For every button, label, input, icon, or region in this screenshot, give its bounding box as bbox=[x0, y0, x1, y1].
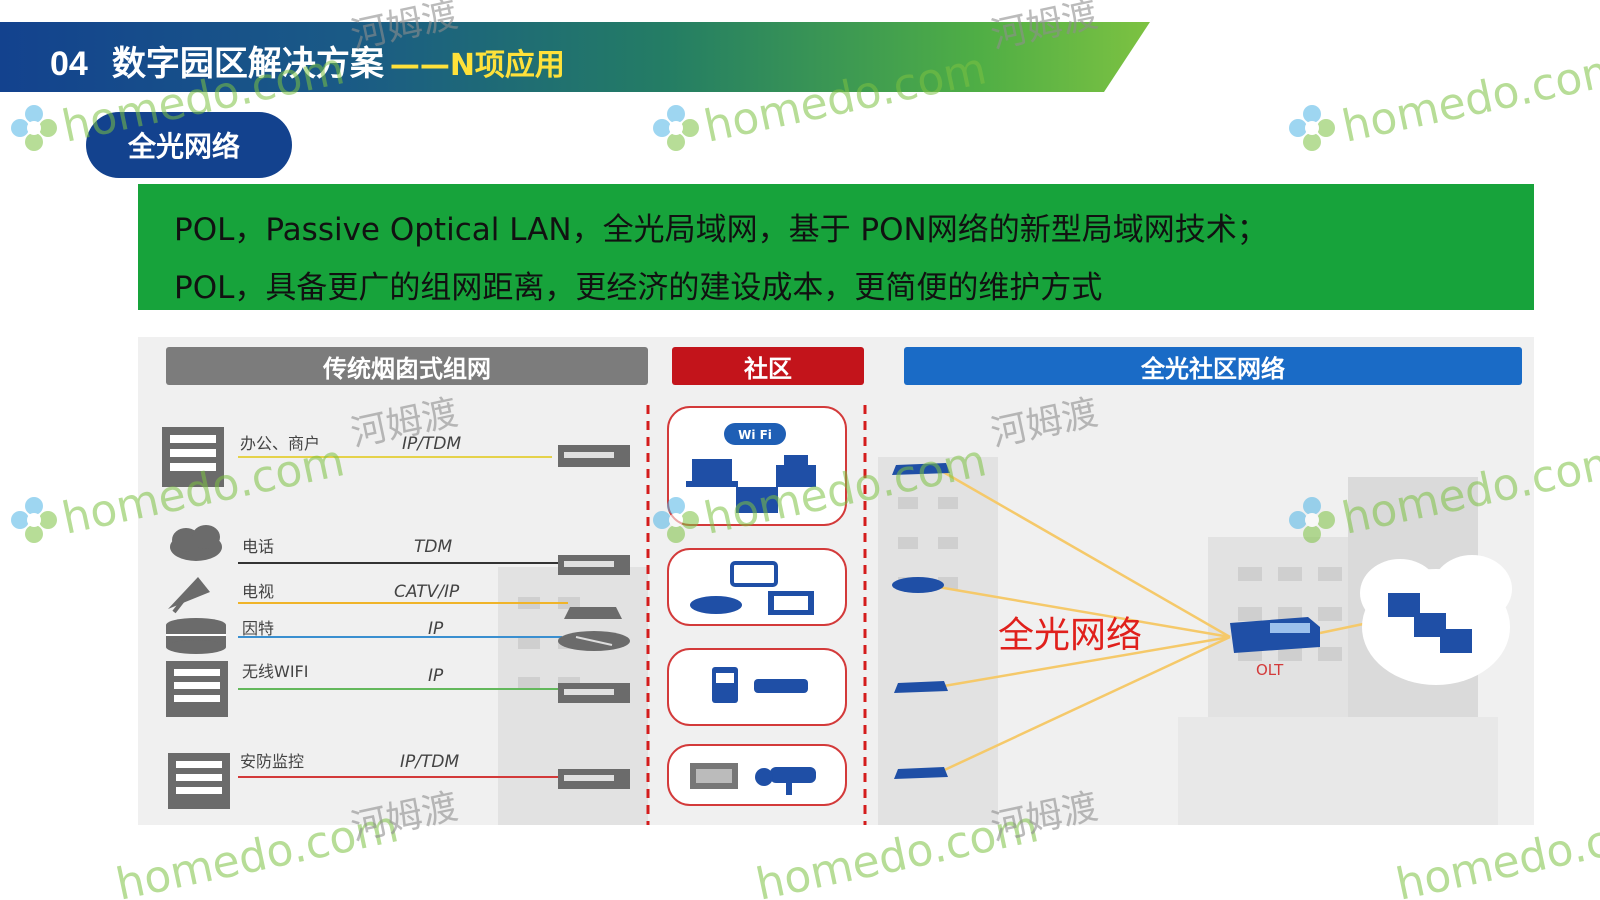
page-subtitle: ——N项应用 bbox=[389, 48, 565, 83]
protocol-label-office: IP/TDM bbox=[402, 434, 461, 454]
phone-icon bbox=[690, 596, 742, 614]
switch-icon-phone bbox=[558, 555, 630, 575]
switch-icon-security bbox=[558, 769, 630, 789]
olt-label: OLT bbox=[1256, 661, 1284, 679]
header-community: 社区 bbox=[672, 347, 864, 385]
router-icon bbox=[558, 631, 630, 651]
header-traditional: 传统烟囱式组网 bbox=[166, 347, 648, 385]
mobile-phone-icon bbox=[712, 667, 738, 703]
service-label-internet: 因特 bbox=[242, 619, 274, 638]
watermark-brand: homedo.com bbox=[1338, 43, 1600, 153]
onu-icon-2 bbox=[892, 577, 944, 593]
protocol-label-wifi: IP bbox=[428, 666, 444, 686]
server-icon-wifi bbox=[166, 661, 228, 717]
service-label-wifi: 无线WIFI bbox=[242, 662, 308, 681]
section-number: 04 bbox=[50, 45, 88, 83]
pos-terminal-icon bbox=[736, 487, 778, 513]
community-box-office bbox=[667, 406, 847, 526]
server-icon-office bbox=[162, 427, 224, 487]
title-banner bbox=[0, 22, 1150, 92]
wifi-badge-bg bbox=[724, 423, 786, 445]
intro-line-1: POL，Passive Optical LAN，全光局域网，基于 PON网络的新… bbox=[174, 212, 1268, 248]
printer-icon bbox=[776, 455, 816, 487]
satellite-dish-icon bbox=[168, 577, 210, 614]
laptop-icon bbox=[686, 459, 738, 487]
page-title: 数字园区解决方案 bbox=[111, 44, 384, 84]
fiber-lines bbox=[937, 467, 1369, 775]
header-all-optical: 全光社区网络 bbox=[904, 347, 1522, 385]
network-diagram: 办公、商户 IP/TDM 电话 TDM 电视 CATV/IP 因特 IP 无线W… bbox=[138, 337, 1534, 825]
wifi-badge: Wi Fi bbox=[738, 428, 772, 442]
service-label-tv: 电视 bbox=[242, 582, 274, 601]
cloud-icon-phone bbox=[170, 525, 222, 561]
service-label-office: 办公、商户 bbox=[240, 434, 320, 453]
onu-icon-3 bbox=[894, 681, 948, 693]
intro-box: POL，Passive Optical LAN，全光局域网，基于 PON网络的新… bbox=[138, 184, 1534, 310]
diagram-canvas: 办公、商户 IP/TDM 电话 TDM 电视 CATV/IP 因特 IP 无线W… bbox=[162, 405, 1512, 825]
olt-icon bbox=[1230, 617, 1320, 653]
tv-icon bbox=[730, 561, 778, 587]
onu-icon-4 bbox=[894, 767, 948, 779]
database-icon-internet bbox=[166, 618, 226, 654]
title-bar: 04 数字园区解决方案 ——N项应用 bbox=[50, 36, 565, 84]
onu-icon-1 bbox=[892, 463, 950, 475]
switch-icon-office bbox=[558, 445, 630, 467]
intro-line-2: POL，具备更广的组网距离，更经济的建设成本，更简便的维护方式 bbox=[174, 270, 1103, 306]
service-label-phone: 电话 bbox=[242, 537, 274, 556]
center-label: 全光网络 bbox=[998, 615, 1142, 656]
card-reader-icon bbox=[690, 763, 738, 789]
access-point-icon bbox=[754, 679, 808, 693]
camera-icon bbox=[755, 767, 816, 795]
section-pill: 全光网络 bbox=[86, 112, 292, 178]
switch-icon-wifi bbox=[558, 683, 630, 703]
core-server-icon bbox=[1388, 593, 1472, 653]
protocol-label-security: IP/TDM bbox=[400, 752, 459, 772]
protocol-label-phone: TDM bbox=[414, 537, 452, 557]
server-icon-security bbox=[168, 753, 230, 809]
protocol-label-internet: IP bbox=[428, 619, 444, 639]
settop-box-icon bbox=[564, 607, 622, 619]
desktop-icon bbox=[768, 591, 814, 615]
protocol-label-tv: CATV/IP bbox=[394, 582, 460, 602]
service-label-security: 安防监控 bbox=[240, 752, 304, 771]
